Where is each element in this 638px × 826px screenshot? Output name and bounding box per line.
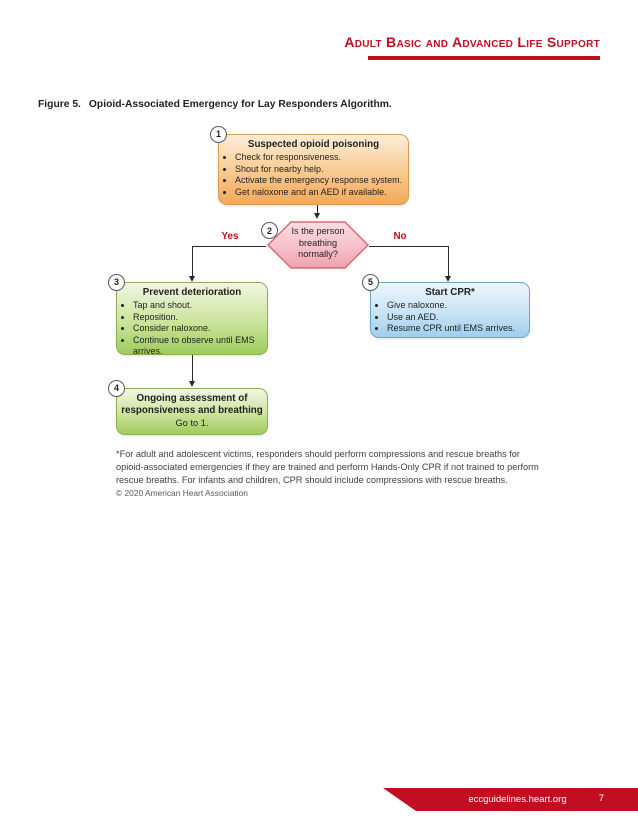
header-red-rule [368, 56, 600, 60]
node-bullet-list: Give naloxone. Use an AED. Resume CPR un… [371, 300, 529, 335]
decision-hexagon-shape [266, 221, 370, 269]
footer-url-link[interactable]: eccguidelines.heart.org [468, 794, 567, 805]
footer-ribbon: eccguidelines.heart.org 7 [383, 788, 638, 811]
connector-line [369, 246, 449, 247]
bullet-item: Give naloxone. [387, 300, 526, 312]
step-badge-5: 5 [362, 274, 379, 291]
connector-line [317, 205, 318, 214]
step-badge-4: 4 [108, 380, 125, 397]
page-header-title: Adult Basic and Advanced Life Support [344, 34, 600, 50]
copyright-line: © 2020 American Heart Association [116, 488, 248, 498]
node-bullet-list: Check for responsiveness. Shout for near… [219, 152, 408, 198]
node-bullet-list: Tap and shout. Reposition. Consider nalo… [117, 300, 267, 358]
bullet-item: Resume CPR until EMS arrives. [387, 323, 526, 335]
bullet-item: Tap and shout. [133, 300, 264, 312]
figure-footnote: *For adult and adolescent victims, respo… [116, 449, 539, 485]
step-badge-2: 2 [261, 222, 278, 239]
figure-label: Figure 5. [38, 99, 81, 110]
branch-label-yes: Yes [221, 231, 239, 242]
bullet-item: Reposition. [133, 312, 264, 324]
bullet-item: Use an AED. [387, 312, 526, 324]
node-title: Start CPR* [425, 287, 475, 298]
node-title: Suspected opioid poisoning [247, 139, 380, 150]
flow-node-breathing-decision [266, 220, 370, 270]
footer-page-number: 7 [598, 793, 604, 804]
node-title: Ongoing assessment of responsiveness and… [121, 393, 263, 416]
connector-line [192, 246, 193, 276]
arrowhead-down-icon [189, 276, 195, 282]
connector-line [192, 246, 266, 247]
flow-node-start-cpr: 5 Start CPR* Give naloxone. Use an AED. … [362, 274, 530, 338]
bullet-item: Check for responsiveness. [235, 152, 405, 164]
arrowhead-down-icon [189, 381, 195, 387]
branch-label-no: No [393, 231, 407, 242]
figure-caption: Figure 5. Opioid-Associated Emergency for… [38, 99, 392, 110]
arrowhead-down-icon [445, 276, 451, 282]
bullet-item: Continue to observe until EMS arrives. [133, 335, 264, 358]
bullet-item: Shout for nearby help. [235, 164, 405, 176]
bullet-item: Consider naloxone. [133, 323, 264, 335]
step-badge-3: 3 [108, 274, 125, 291]
decision-question: Is the person breathing normally? [291, 226, 345, 259]
bullet-item: Activate the emergency response system. [235, 175, 405, 187]
figure-title: Opioid-Associated Emergency for Lay Resp… [88, 99, 392, 110]
flow-node-ongoing-assessment: 4 Ongoing assessment of responsiveness a… [108, 380, 268, 435]
flow-node-suspected-opioid-poisoning: 1 Suspected opioid poisoning Check for r… [210, 126, 409, 205]
node-title: Prevent deterioration [142, 287, 242, 298]
connector-line [192, 355, 193, 381]
bullet-item: Get naloxone and an AED if available. [235, 187, 405, 199]
step-badge-1: 1 [210, 126, 227, 143]
flow-node-prevent-deterioration: 3 Prevent deterioration Tap and shout. R… [108, 274, 268, 358]
arrowhead-down-icon [314, 213, 320, 219]
node-goto-text: Go to 1. [175, 418, 209, 428]
connector-line [448, 246, 449, 276]
